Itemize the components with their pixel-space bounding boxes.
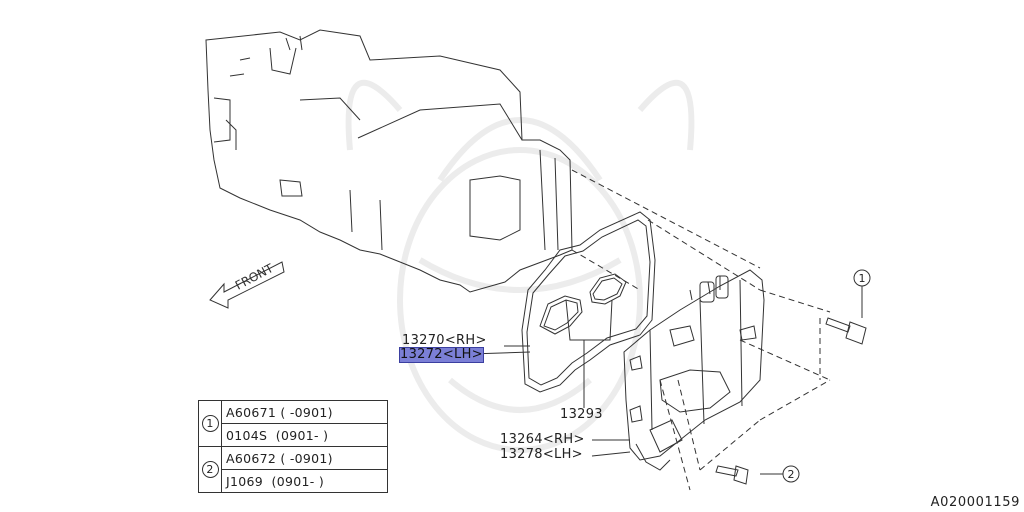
bolt-1-icon [825, 317, 867, 345]
bolt-2-icon [715, 465, 749, 485]
watermark-logo [345, 79, 695, 453]
ref-cell-2: 2 [198, 446, 222, 493]
table-row: 2 A60672 ( -0901) [198, 446, 388, 493]
dashed-guides [571, 169, 831, 491]
engine-block [205, 29, 573, 293]
callout-2: 2 [782, 465, 800, 483]
parts-reference-table: 1 A60671 ( -0901) 0104S (0901- ) 2 A6067… [198, 400, 388, 493]
part-label-13270[interactable]: 13270<RH> [402, 333, 487, 348]
part-label-13272-highlighted[interactable]: 13272<LH> [399, 347, 484, 363]
valve-cover-13264 [623, 269, 765, 471]
part-label-13293[interactable]: 13293 [560, 407, 603, 422]
table-cell[interactable]: A60671 ( -0901) [221, 400, 388, 424]
svg-text:2: 2 [788, 468, 795, 481]
table-cell[interactable]: A60672 ( -0901) [221, 446, 388, 470]
table-row: 0104S (0901- ) [199, 423, 388, 447]
callout-1: 1 [853, 269, 871, 287]
table-cell[interactable]: 0104S (0901- ) [221, 423, 388, 447]
gasket-13270 [521, 211, 656, 393]
part-label-13278[interactable]: 13278<LH> [500, 447, 583, 462]
table-cell[interactable]: J1069 (0901- ) [221, 469, 388, 493]
table-row: J1069 (0901- ) [199, 469, 388, 493]
front-arrow-icon [209, 261, 285, 309]
svg-text:1: 1 [859, 272, 866, 285]
table-row: 1 A60671 ( -0901) [198, 400, 388, 447]
document-id: A020001159 [930, 495, 1020, 510]
part-label-13264[interactable]: 13264<RH> [500, 432, 585, 447]
ref-cell-1: 1 [198, 400, 222, 447]
front-label: FRONT [233, 261, 276, 293]
